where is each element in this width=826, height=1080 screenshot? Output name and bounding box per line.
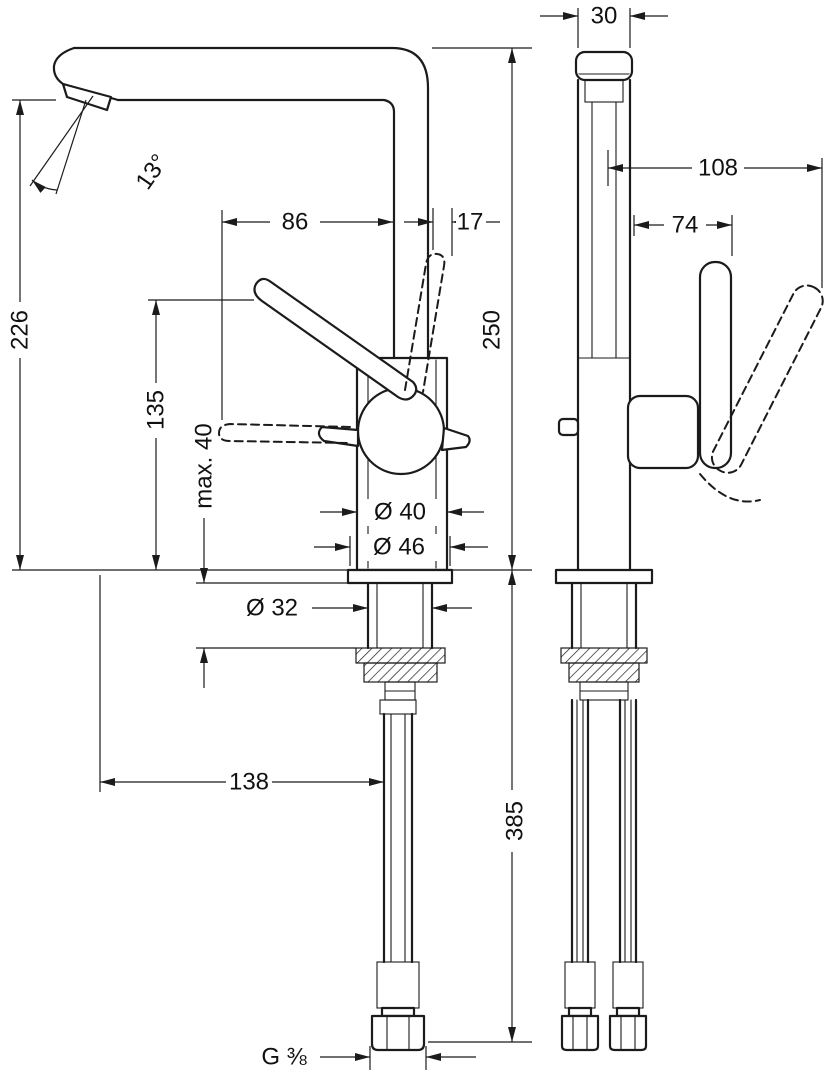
handle-tab-left — [317, 425, 360, 448]
hose-braid-right — [612, 961, 644, 1009]
dim-base-depth: 138 — [99, 575, 384, 796]
handle-pivot — [356, 386, 446, 476]
hose-collar-left — [567, 1006, 593, 1018]
spout-cap — [574, 50, 634, 82]
dimension-annotations: 226 250 385 135 max. 40 — [7, 3, 823, 1071]
dim-outlet-angle: 13° — [29, 95, 174, 195]
dim-spout-reach: 86 — [221, 209, 393, 420]
dim-spout-top-width-label: 30 — [591, 3, 618, 30]
dim-base-diameter: Ø 46 — [314, 534, 488, 566]
handle-lever — [253, 277, 418, 401]
dim-spout-offset: 17 — [404, 208, 500, 256]
mounting-nut-front — [568, 662, 640, 683]
mounting-washer-front — [560, 647, 648, 664]
aerator-front — [584, 79, 624, 103]
hose-hex-nut — [370, 1014, 426, 1052]
dim-thread-size-label: G ⅜ — [261, 1044, 307, 1071]
dim-lever-height: 135 — [143, 299, 254, 570]
base-flange — [346, 568, 454, 585]
dim-shank-diameter: Ø 32 — [246, 595, 472, 622]
dim-height-above-deck: 250 — [432, 47, 532, 571]
dim-total-depth: 108 — [607, 150, 823, 288]
dim-spout-top-width: 30 — [540, 3, 668, 48]
handle-hub-dashed — [699, 473, 761, 503]
hose-collar-right — [615, 1006, 641, 1018]
hex-nut-right — [608, 1014, 648, 1052]
dim-height-above-deck-label: 250 — [479, 310, 506, 350]
handle-lever-dashed-left — [218, 423, 351, 444]
dim-body-diameter-label: Ø 40 — [374, 499, 426, 526]
hose-braid — [376, 961, 420, 1009]
dim-outlet-angle-label: 13° — [131, 149, 174, 194]
hose-collar — [380, 1006, 416, 1018]
dim-spout-offset-label: 17 — [457, 209, 484, 236]
handle-lever-dashed-up — [404, 252, 446, 393]
hose-connector — [379, 699, 417, 715]
spout-top — [72, 46, 430, 360]
spout-inner — [116, 98, 396, 360]
mounting-washer — [355, 647, 446, 664]
handle-hub — [626, 394, 700, 470]
spout-tip — [52, 46, 120, 102]
dim-max-mounting-thickness: max. 40 — [191, 423, 356, 688]
dim-handle-depth-label: 74 — [672, 212, 699, 239]
hose-braid-left — [564, 961, 596, 1009]
handle-tab-right — [440, 426, 471, 452]
handle-lever-front — [698, 260, 733, 470]
dim-outlet-height: 226 — [7, 99, 348, 571]
dim-lever-height-label: 135 — [143, 390, 170, 430]
handle-lever-front-dashed — [710, 284, 824, 474]
dim-base-diameter-label: Ø 46 — [373, 534, 425, 561]
dim-base-depth-label: 138 — [229, 769, 269, 796]
dim-handle-depth: 74 — [633, 212, 733, 256]
dim-max-mounting-label: max. 40 — [191, 423, 218, 508]
dim-thread-size: G ⅜ — [261, 1044, 476, 1071]
base-flange-front — [554, 568, 654, 585]
mounting-nut — [363, 662, 438, 683]
dim-outlet-height-label: 226 — [7, 310, 34, 350]
dim-spout-reach-label: 86 — [282, 209, 309, 236]
front-view — [554, 50, 824, 1052]
side-view — [52, 46, 471, 1052]
aerator — [61, 82, 113, 112]
dim-body-diameter: Ø 40 — [320, 499, 484, 526]
hex-nut-left — [560, 1014, 600, 1052]
dim-shank-diameter-label: Ø 32 — [246, 595, 298, 622]
dim-hose-length-label: 385 — [502, 801, 529, 841]
dim-total-depth-label: 108 — [698, 155, 738, 182]
dim-hose-length: 385 — [428, 570, 532, 1043]
body-tab-left — [557, 417, 580, 437]
